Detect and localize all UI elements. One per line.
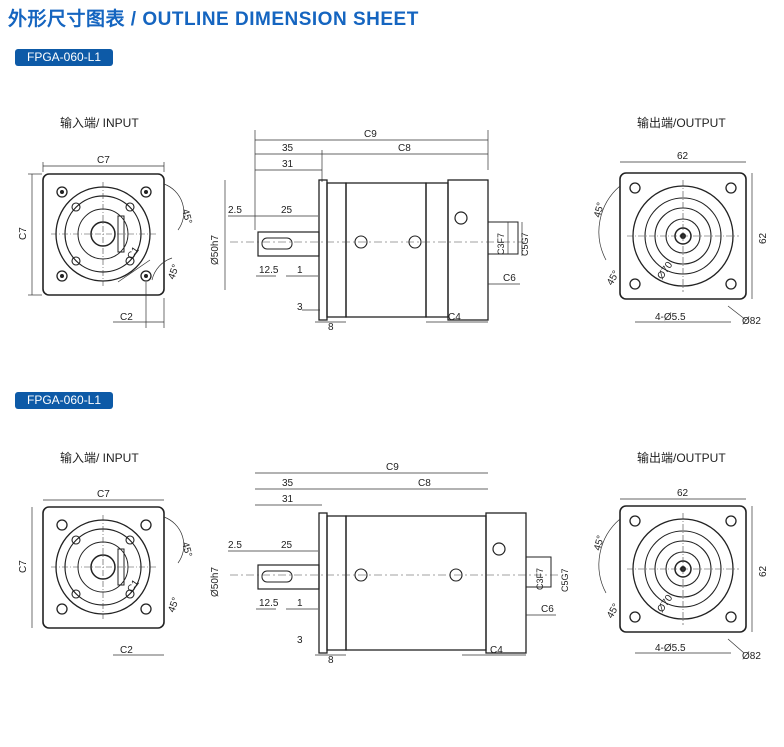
dim-c1: C1 bbox=[125, 245, 142, 262]
dim-3: 3 bbox=[297, 302, 303, 313]
out-angle-top: 45° bbox=[592, 201, 607, 218]
dim-8: 8 bbox=[328, 655, 334, 666]
dim-31: 31 bbox=[282, 159, 294, 170]
dim-70: Ø70 bbox=[655, 260, 675, 282]
drawing-svg: 输入端/ INPUT C7 C7 45° 45° C1 C2 C9 35 C8 bbox=[18, 450, 769, 666]
dim-82: Ø82 bbox=[742, 316, 761, 327]
dim-c7-side: C7 bbox=[18, 227, 29, 240]
dim-70: Ø70 bbox=[655, 593, 675, 615]
side-view: C9 35 C8 31 2.5 25 Ø50h7 12.5 1 3 8 C4 C… bbox=[210, 462, 570, 666]
drawing-svg: 输入端/ INPUT C7 C7 45° 45° C1 bbox=[18, 115, 769, 333]
dim-12-5: 12.5 bbox=[259, 265, 279, 276]
side-view: C9 35 C8 31 2.5 25 Ø50h7 12.5 1 3 8 bbox=[210, 129, 530, 333]
dim-25: 25 bbox=[281, 540, 293, 551]
dim-c7-side: C7 bbox=[18, 560, 29, 573]
dim-82: Ø82 bbox=[742, 651, 761, 662]
dim-c5: C5G7 bbox=[560, 568, 570, 592]
out-angle-top: 45° bbox=[592, 534, 607, 551]
angle-bottom: 45° bbox=[166, 596, 182, 614]
dim-35: 35 bbox=[282, 143, 294, 154]
dim-c4: C4 bbox=[490, 645, 503, 656]
dim-31: 31 bbox=[282, 494, 294, 505]
dim-c3: C3F7 bbox=[535, 568, 545, 590]
input-label: 输入端/ INPUT bbox=[60, 115, 139, 130]
dim-c6: C6 bbox=[541, 604, 554, 615]
dim-50: Ø50h7 bbox=[210, 567, 221, 597]
dim-62-top: 62 bbox=[677, 488, 689, 499]
output-view: 输出端/OUTPUT 62 62 45° 45° Ø70 4-Ø5.5 Ø82 bbox=[592, 450, 769, 662]
dim-12-5: 12.5 bbox=[259, 598, 279, 609]
dimension-drawing: 输入端/ INPUT C7 C7 45° 45° C1 bbox=[0, 110, 784, 410]
dim-c8: C8 bbox=[418, 478, 431, 489]
angle-top: 45° bbox=[179, 208, 194, 225]
dim-62-side: 62 bbox=[758, 232, 769, 244]
dim-2-5: 2.5 bbox=[228, 205, 242, 216]
model-tag: FPGA-060-L1 bbox=[15, 49, 114, 66]
dim-holes: 4-Ø5.5 bbox=[655, 643, 686, 654]
dim-8: 8 bbox=[328, 322, 334, 333]
input-view: 输入端/ INPUT C7 C7 45° 45° C1 C2 bbox=[18, 450, 194, 656]
dim-2-5: 2.5 bbox=[228, 540, 242, 551]
dim-3: 3 bbox=[297, 635, 303, 646]
dim-1: 1 bbox=[297, 598, 303, 609]
dim-c8: C8 bbox=[398, 143, 411, 154]
output-label: 输出端/OUTPUT bbox=[637, 115, 726, 130]
page-title: 外形尺寸图表 / OUTLINE DIMENSION SHEET bbox=[8, 9, 419, 30]
input-label: 输入端/ INPUT bbox=[60, 450, 139, 465]
dim-c9: C9 bbox=[386, 462, 399, 473]
dim-c2: C2 bbox=[120, 312, 133, 323]
dim-c2: C2 bbox=[120, 645, 133, 656]
model-tag: FPGA-060-L1 bbox=[15, 392, 114, 409]
dim-62-top: 62 bbox=[677, 151, 689, 162]
angle-top: 45° bbox=[179, 541, 194, 558]
dim-c7-top: C7 bbox=[97, 489, 110, 500]
input-view: 输入端/ INPUT C7 C7 45° 45° C1 bbox=[18, 115, 194, 328]
dim-c7-top: C7 bbox=[97, 155, 110, 166]
output-view: 输出端/OUTPUT 62 62 45° 45° Ø70 4-Ø5.5 Ø82 bbox=[592, 115, 769, 327]
dim-50: Ø50h7 bbox=[210, 235, 221, 265]
dim-35: 35 bbox=[282, 478, 294, 489]
dim-c5: C5G7 bbox=[520, 232, 530, 256]
dim-holes: 4-Ø5.5 bbox=[655, 312, 686, 323]
dim-c3: C3F7 bbox=[496, 233, 506, 255]
dim-62-side: 62 bbox=[758, 565, 769, 577]
dim-25: 25 bbox=[281, 205, 293, 216]
output-label: 输出端/OUTPUT bbox=[637, 450, 726, 465]
dimension-drawing: 输入端/ INPUT C7 C7 45° 45° C1 C2 C9 35 C8 bbox=[0, 447, 784, 747]
dim-c6: C6 bbox=[503, 273, 516, 284]
dim-c1: C1 bbox=[125, 578, 142, 595]
dim-c9: C9 bbox=[364, 129, 377, 140]
angle-bottom: 45° bbox=[166, 263, 182, 281]
dim-1: 1 bbox=[297, 265, 303, 276]
dim-c4: C4 bbox=[448, 312, 461, 323]
